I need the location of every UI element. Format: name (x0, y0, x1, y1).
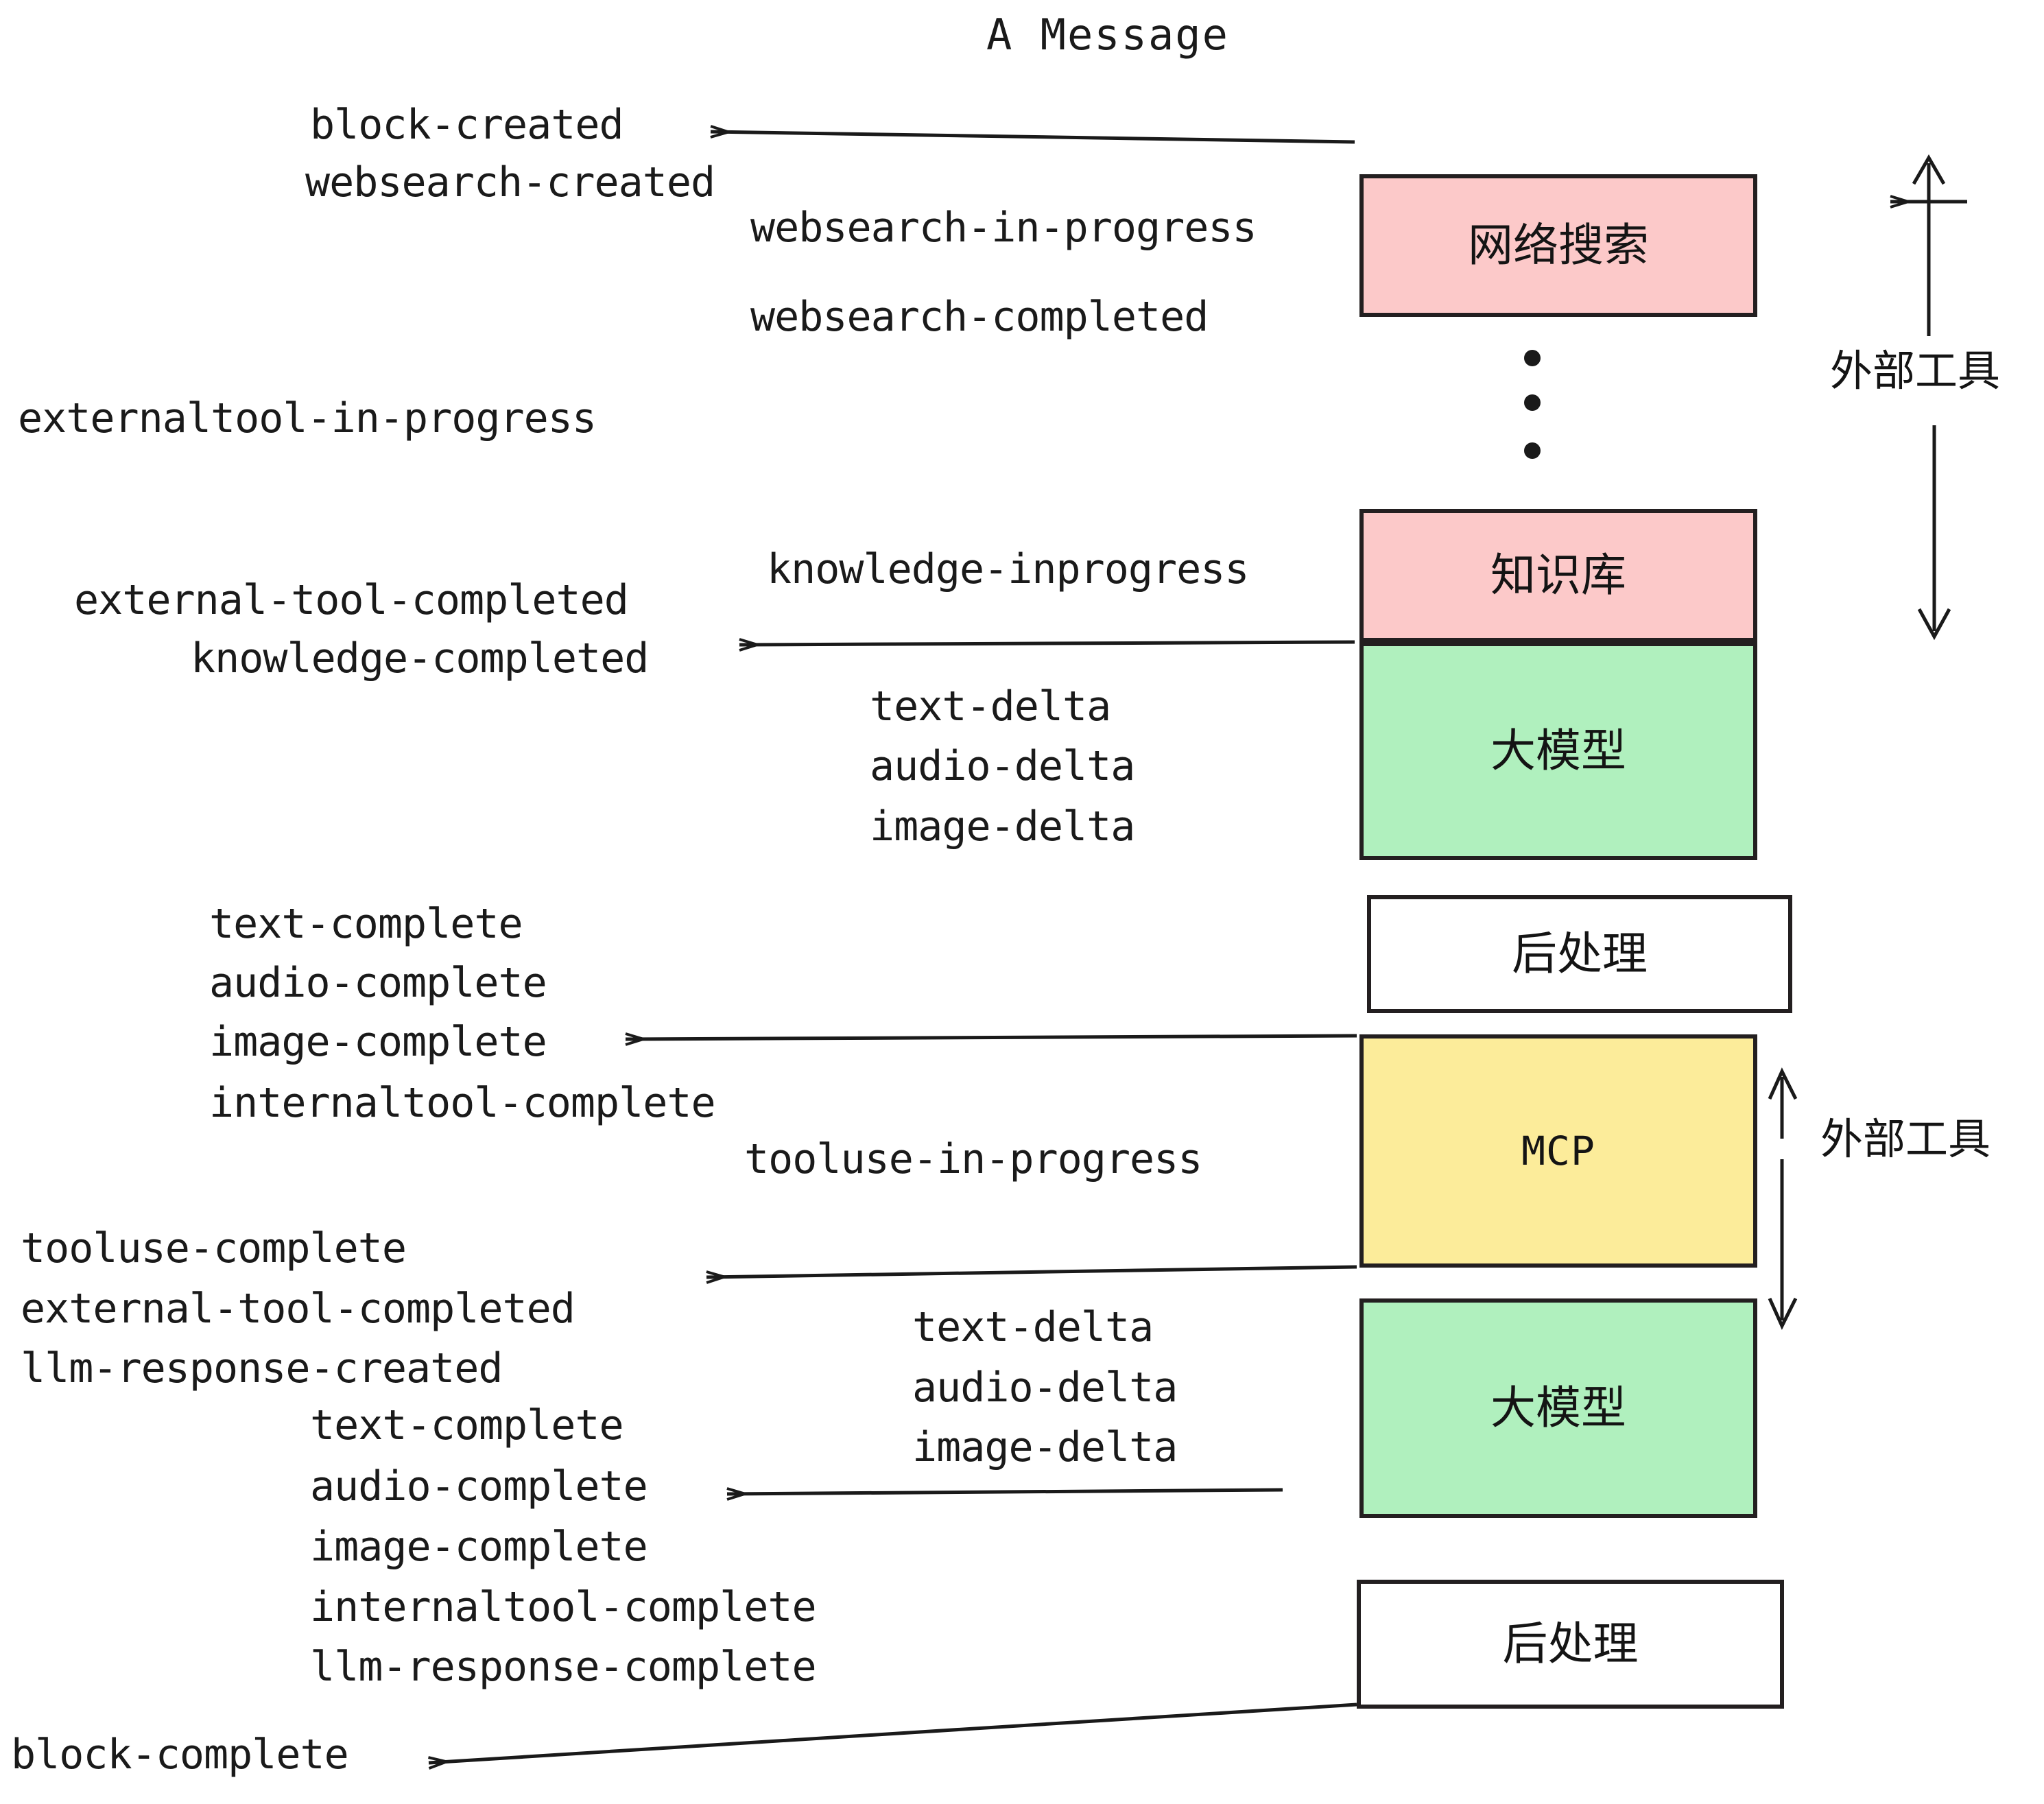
event-text-complete-2: text-complete (310, 1401, 624, 1449)
event-llm-response-complete: llm-response-complete (310, 1643, 817, 1691)
event-tooluse-complete: tooluse-complete (21, 1224, 407, 1272)
arrow-knowledge-completed (739, 642, 1355, 645)
event-websearch-created: websearch-created (305, 158, 715, 206)
arrow-block-complete (429, 1702, 1357, 1763)
box-postprocess-lower[interactable]: 后处理 (1357, 1580, 1784, 1709)
event-knowledge-inprogress: knowledge-inprogress (767, 545, 1249, 593)
external-tool-span-upper (1890, 154, 1967, 641)
arrow-block-created (711, 132, 1355, 144)
event-externaltool-in-progress: externaltool-in-progress (18, 394, 597, 442)
event-block-complete: block-complete (11, 1731, 349, 1779)
event-external-tool-completed-2: external-tool-completed (21, 1285, 575, 1333)
side-label-external-tool-lower: 外部工具 (1820, 1114, 1991, 1164)
page-title: A Message (986, 10, 1229, 60)
event-audio-delta-1: audio-delta (870, 742, 1135, 790)
ellipsis-dot-2 (1524, 394, 1541, 411)
side-label-external-tool-upper: 外部工具 (1830, 346, 2001, 396)
arrow-image-complete (626, 1036, 1357, 1039)
event-text-complete-1: text-complete (209, 900, 523, 948)
event-text-delta-2: text-delta (912, 1303, 1154, 1351)
event-text-delta-1: text-delta (870, 683, 1111, 731)
event-image-delta-2: image-delta (912, 1423, 1178, 1471)
ellipsis-dot-3 (1524, 442, 1541, 459)
ellipsis-dot-1 (1524, 350, 1541, 366)
event-image-complete-1: image-complete (209, 1018, 547, 1066)
event-internaltool-complete-2: internaltool-complete (310, 1583, 817, 1631)
event-image-complete-2: image-complete (310, 1523, 648, 1571)
event-knowledge-completed: knowledge-completed (191, 634, 649, 683)
event-tooluse-in-progress: tooluse-in-progress (744, 1135, 1202, 1183)
box-llm-upper[interactable]: 大模型 (1359, 642, 1757, 860)
event-websearch-completed: websearch-completed (750, 293, 1209, 341)
event-audio-complete-2: audio-complete (310, 1462, 648, 1510)
box-mcp[interactable]: MCP (1359, 1034, 1757, 1268)
box-websearch[interactable]: 网络搜索 (1359, 174, 1757, 317)
box-postprocess-upper[interactable]: 后处理 (1367, 895, 1792, 1013)
arrow-audio-complete (727, 1490, 1283, 1494)
event-block-created: block-created (310, 101, 624, 149)
event-external-tool-completed-1: external-tool-completed (74, 576, 629, 624)
event-image-delta-1: image-delta (870, 803, 1135, 851)
event-internaltool-complete-1: internaltool-complete (209, 1079, 716, 1127)
arrow-tooluse-complete (706, 1265, 1357, 1277)
box-llm-lower[interactable]: 大模型 (1359, 1298, 1757, 1518)
event-audio-delta-2: audio-delta (912, 1364, 1178, 1412)
box-knowledge[interactable]: 知识库 (1359, 509, 1757, 642)
event-websearch-in-progress: websearch-in-progress (750, 204, 1257, 252)
event-audio-complete-1: audio-complete (209, 959, 547, 1007)
event-llm-response-created: llm-response-created (21, 1344, 503, 1392)
external-tool-span-lower (1768, 1067, 1798, 1330)
